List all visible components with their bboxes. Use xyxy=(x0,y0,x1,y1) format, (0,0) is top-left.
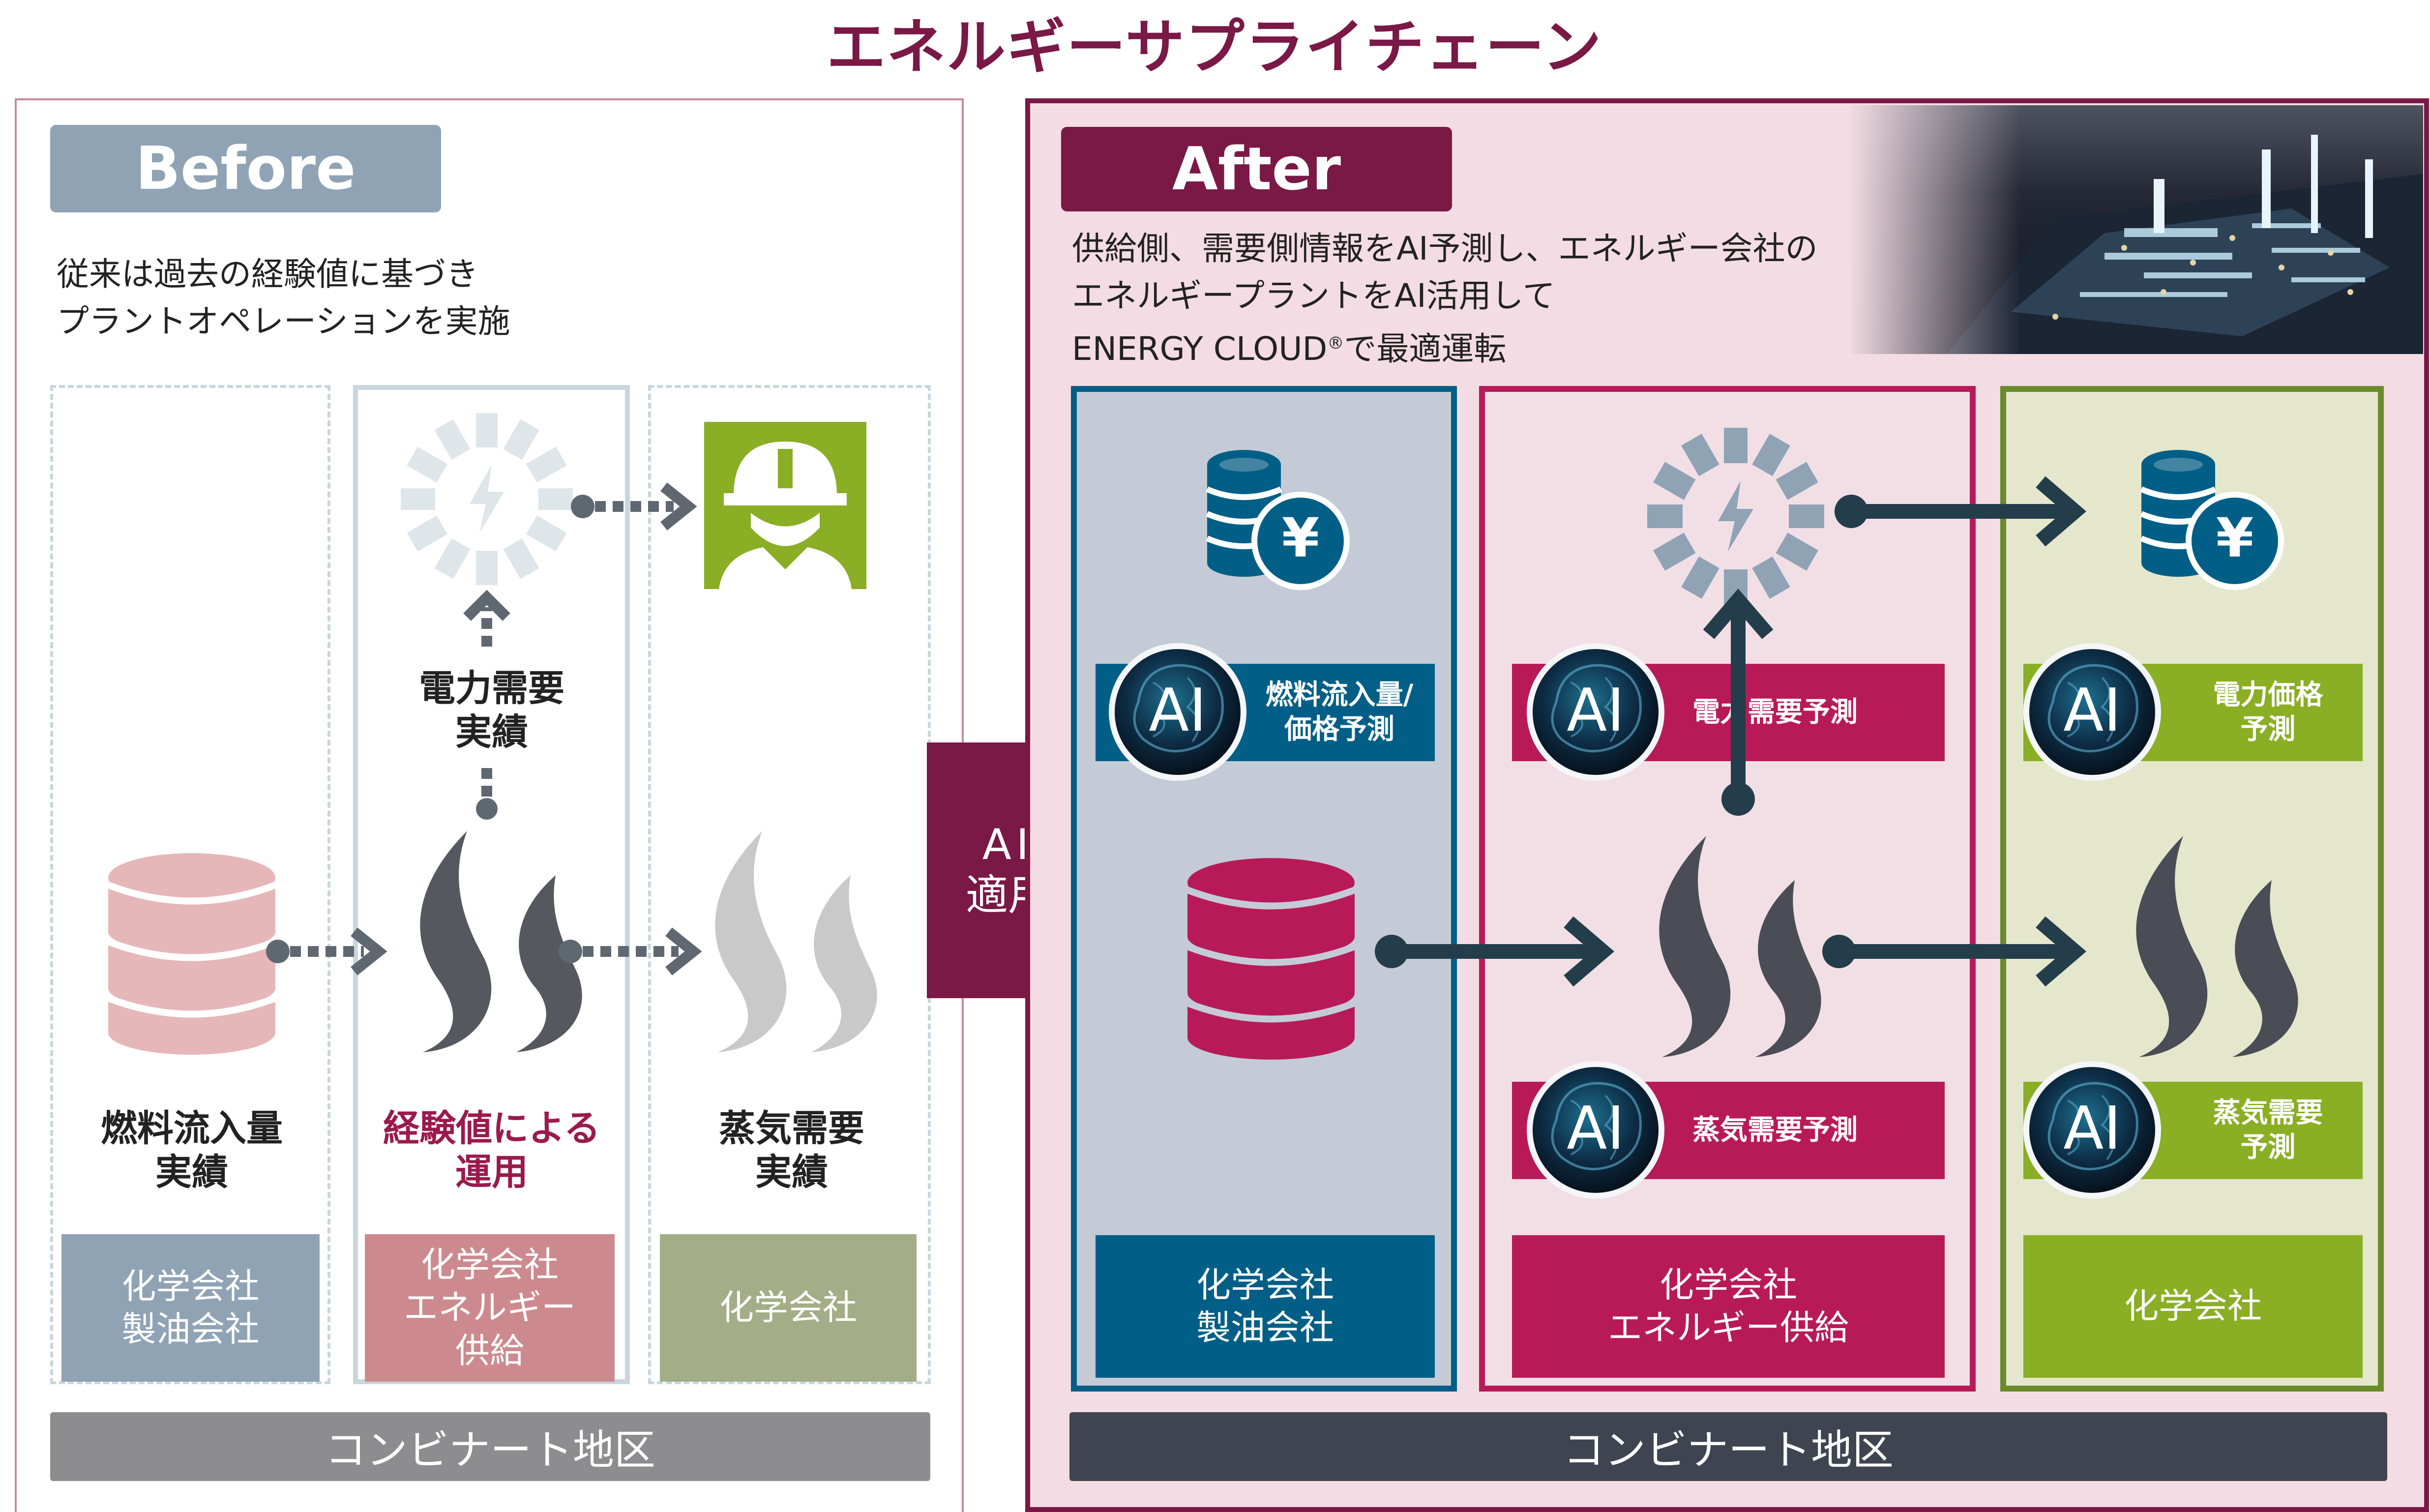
database-icon xyxy=(1186,858,1356,1060)
after-badge: After xyxy=(1061,127,1452,211)
page-title: エネルギーサプライチェーン xyxy=(827,13,1602,82)
ai-badge-text: AI xyxy=(2063,1095,2121,1163)
arrow-plant-to-power xyxy=(476,767,498,820)
arrow-power-up xyxy=(463,590,510,647)
before-box-chem: 化学会社 xyxy=(660,1234,917,1382)
yen-symbol: ¥ xyxy=(2216,506,2254,569)
before-column-energy xyxy=(353,385,630,1384)
label-experience-operation: 経験値による 運用 xyxy=(383,1107,600,1193)
arrow-plant-to-demand xyxy=(1822,916,2087,987)
power-gear-icon xyxy=(1647,428,1824,605)
after-desc-line1: 供給側、需要側情報をAI予測し、エネルギー会社の xyxy=(1072,230,1818,267)
coins-yen-icon xyxy=(1207,450,1350,590)
arrow-db-to-plant xyxy=(1375,916,1615,987)
before-desc-line1: 従来は過去の経験値に基づき xyxy=(57,255,478,293)
ai-bar-power-price-label: 電力価格 予測 xyxy=(2213,679,2323,745)
power-gear-icon xyxy=(401,413,573,585)
ai-brain-icon: AI xyxy=(1527,1061,1664,1199)
plant-photo xyxy=(1849,105,2423,354)
arrow-plant-to-steam xyxy=(559,927,702,976)
after-footer-area: コンビナート地区 xyxy=(1069,1412,2387,1481)
after-column-energy xyxy=(1479,386,1976,1392)
after-box-chem: 化学会社 xyxy=(2023,1235,2363,1378)
ai-badge-text: AI xyxy=(1567,1095,1624,1163)
before-box-chem-refinery: 化学会社 製油会社 xyxy=(61,1234,320,1382)
before-desc-line2: プラントオペレーションを実施 xyxy=(57,302,510,340)
after-description: 供給側、需要側情報をAI予測し、エネルギー会社の エネルギープラントをAI活用し… xyxy=(1072,225,1859,373)
before-column-fuel xyxy=(50,385,330,1384)
ai-brain-icon: AI xyxy=(2023,1061,2161,1199)
after-desc-line3: ENERGY CLOUD®で最適運転 xyxy=(1072,330,1507,368)
ai-brain-icon: AI xyxy=(2023,643,2161,781)
flame-icon xyxy=(2136,836,2298,1057)
arrow-power-to-worker xyxy=(571,482,697,531)
ai-bar-steam-demand-label: 蒸気需要予測 xyxy=(1692,1114,1858,1146)
after-box-chem-energy: 化学会社 エネルギー供給 xyxy=(1512,1235,1945,1378)
ai-bar-fuel-price-label: 燃料流入量/ 価格予測 xyxy=(1265,679,1414,745)
ai-bar-steam-demand-2-label: 蒸気需要 予測 xyxy=(2213,1097,2323,1163)
arrow-power-to-demand xyxy=(1835,476,2087,547)
before-box-chem-energy: 化学会社 エネルギー 供給 xyxy=(365,1234,615,1382)
ai-brain-icon: AI xyxy=(1527,643,1664,781)
label-steam-actual: 蒸気需要 実績 xyxy=(719,1107,864,1193)
label-power-actual: 電力需要 実績 xyxy=(419,667,564,753)
before-footer-area: コンビナート地区 xyxy=(50,1412,930,1481)
ai-badge-text: AI xyxy=(1149,677,1206,745)
ai-badge-text: AI xyxy=(2063,677,2121,745)
arrow-fuel-to-plant xyxy=(266,927,387,976)
ai-brain-icon: AI xyxy=(1109,643,1246,781)
before-description: 従来は過去の経験値に基づき プラントオペレーションを実施 xyxy=(57,251,647,345)
ai-badge-text: AI xyxy=(1567,677,1624,745)
before-badge: Before xyxy=(50,125,441,212)
worker-icon xyxy=(704,422,866,589)
database-icon xyxy=(107,853,277,1055)
after-desc-line2: エネルギープラントをAI活用して xyxy=(1072,277,1555,315)
ai-bar-power-demand-label: 電力需要予測 xyxy=(1692,696,1858,728)
flame-icon xyxy=(1659,836,1821,1057)
arrow-plant-to-power xyxy=(1703,588,1774,816)
yen-symbol: ¥ xyxy=(1282,506,1320,569)
coins-yen-icon xyxy=(2141,450,2284,590)
label-fuel-actual: 燃料流入量 実績 xyxy=(101,1107,283,1193)
after-box-chem-refinery: 化学会社 製油会社 xyxy=(1096,1235,1435,1378)
